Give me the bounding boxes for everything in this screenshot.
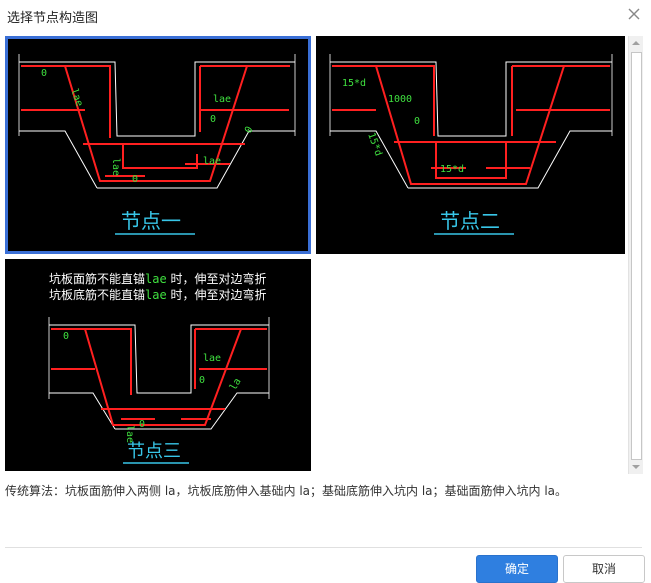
- label-15d-bottom: 15*d: [440, 164, 464, 175]
- scroll-down-icon[interactable]: [629, 460, 643, 474]
- label-lae-vert-3: lae: [124, 425, 135, 443]
- node-option-3[interactable]: 坑板面筋不能直锚lae 时，伸至对边弯折 坑板底筋不能直锚lae 时，伸至对边弯…: [5, 259, 311, 471]
- label-15d-slope: 15*d: [365, 131, 384, 157]
- node-option-1[interactable]: 0 lae lae 0 lae 0 lae 0 节点一: [5, 36, 311, 254]
- scrollbar-thumb[interactable]: [631, 52, 642, 460]
- cancel-button[interactable]: 取消: [563, 555, 645, 583]
- label-zero-bottom: 0: [132, 174, 138, 185]
- scroll-up-icon[interactable]: [629, 36, 643, 50]
- footer-divider: [5, 547, 642, 548]
- label-lae-vert-left: lae: [110, 158, 121, 176]
- node-3-caption: 节点三: [127, 441, 181, 462]
- dialog-title: 选择节点构造图: [7, 11, 99, 26]
- close-icon[interactable]: [625, 5, 643, 23]
- label-lae-right-3: lae: [203, 353, 221, 364]
- label-zero-top-3: 0: [63, 331, 69, 342]
- note-2-a: 坑板底筋不能直锚: [49, 287, 145, 302]
- label-zero-right-3: 0: [199, 375, 205, 386]
- svg-text:坑板底筋不能直锚lae 时，伸至对边弯折: 坑板底筋不能直锚lae 时，伸至对边弯折: [49, 287, 267, 302]
- node-2-diagram: 15*d 1000 0 15*d 15*d 节点二: [329, 54, 613, 235]
- label-lae-bottom: lae: [203, 156, 221, 167]
- node-2-caption: 节点二: [440, 209, 500, 233]
- node-1-diagram: 0 lae lae 0 lae 0 lae 0 节点一: [18, 54, 296, 235]
- label-lae-top: lae: [68, 87, 85, 108]
- dialog-titlebar: 选择节点构造图: [0, 0, 651, 30]
- note-1-c: 时，伸至对边弯折: [167, 271, 267, 286]
- node-1-caption: 节点一: [121, 209, 181, 233]
- node-option-2[interactable]: 15*d 1000 0 15*d 15*d 节点二: [316, 36, 625, 254]
- label-lae-right: lae: [213, 94, 231, 105]
- label-15d-top: 15*d: [342, 78, 366, 89]
- label-1000: 1000: [388, 94, 412, 105]
- note-1-b: lae: [145, 272, 167, 286]
- label-zero-top: 0: [41, 68, 47, 79]
- label-la-vert-3: la: [228, 377, 244, 393]
- node-3-diagram: 坑板面筋不能直锚lae 时，伸至对边弯折 坑板底筋不能直锚lae 时，伸至对边弯…: [48, 271, 270, 464]
- label-zero-mid: 0: [414, 116, 420, 127]
- vertical-scrollbar[interactable]: [628, 36, 643, 474]
- node-gallery: 0 lae lae 0 lae 0 lae 0 节点一 15*d 1000 0: [5, 36, 627, 474]
- label-zero-bottom-3: 0: [139, 419, 145, 430]
- confirm-button[interactable]: 确定: [476, 555, 558, 583]
- svg-text:坑板面筋不能直锚lae 时，伸至对边弯折: 坑板面筋不能直锚lae 时，伸至对边弯折: [49, 271, 267, 286]
- note-2-c: 时，伸至对边弯折: [167, 287, 267, 302]
- label-zero-slope: 0: [243, 125, 256, 136]
- note-2-b: lae: [145, 288, 167, 302]
- algorithm-description: 传统算法：坑板面筋伸入两侧 la，坑板底筋伸入基础内 la；基础底筋伸入坑内 l…: [5, 484, 568, 498]
- note-1-a: 坑板面筋不能直锚: [49, 271, 145, 286]
- label-zero-right: 0: [210, 114, 216, 125]
